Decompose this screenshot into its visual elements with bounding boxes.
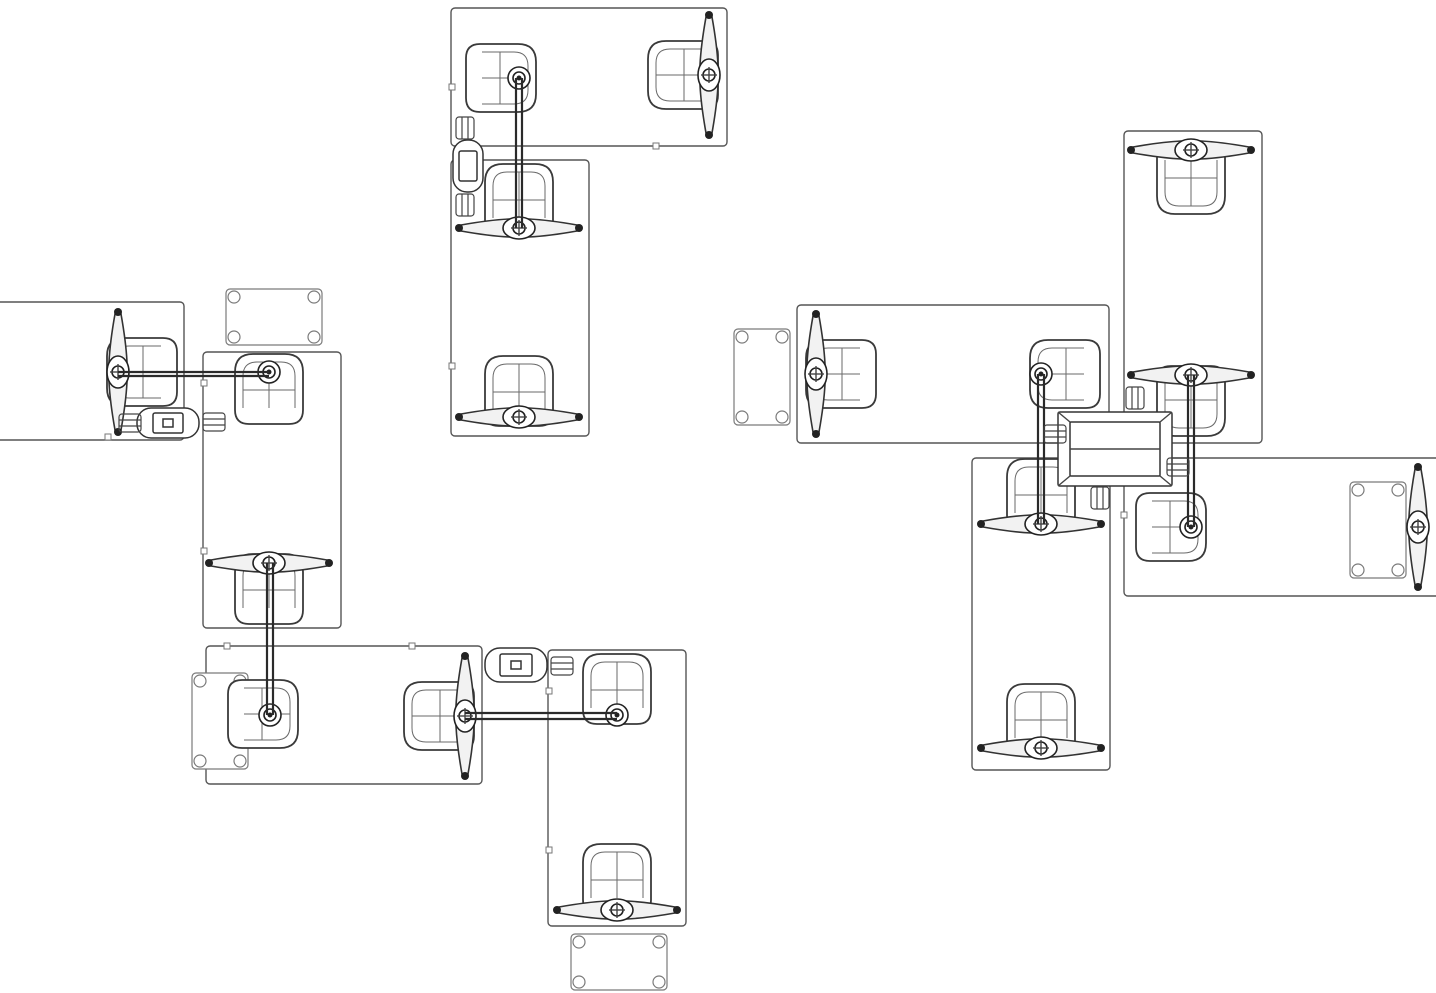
pedestal [1349,481,1407,579]
chair-hub [1179,515,1203,539]
power-box [484,647,548,683]
central-power-hub [1057,411,1173,487]
pedestal [733,328,791,426]
pedestal [570,933,668,991]
power-box [136,407,200,439]
chair-hub [507,66,531,90]
cluster-top-center [448,7,728,437]
desk [796,304,1110,444]
power-box [452,139,484,193]
chair-hub [1029,362,1053,386]
chair-hub [258,703,282,727]
cluster-left [0,288,687,991]
chair-hub [605,703,629,727]
desk [971,457,1111,771]
pedestal [225,288,323,346]
cluster-right [733,130,1436,771]
